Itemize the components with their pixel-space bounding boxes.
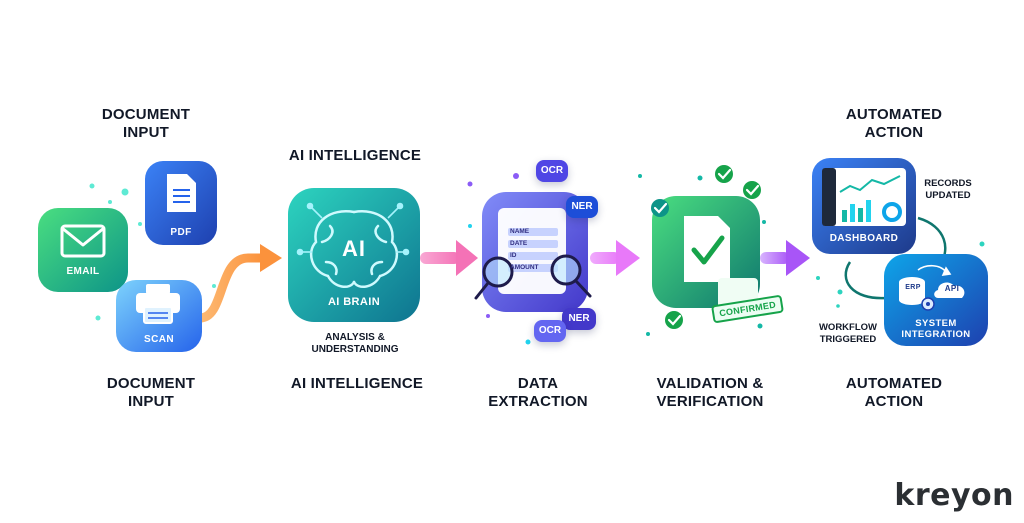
magnifier-icon-right bbox=[550, 254, 592, 298]
pdf-label: PDF bbox=[170, 227, 192, 238]
ner-chip-top: NER bbox=[566, 196, 598, 218]
document-icon bbox=[167, 174, 196, 212]
extraction-tile bbox=[474, 192, 592, 312]
sync-arrows-icon bbox=[917, 264, 952, 276]
field-date: DATE bbox=[510, 240, 528, 247]
ai-brain-text: AI bbox=[342, 236, 366, 261]
stage-title-automated-action: AUTOMATED ACTION bbox=[845, 106, 943, 141]
circuit-lines-icon bbox=[296, 202, 410, 256]
check-badge-top-left bbox=[651, 199, 669, 217]
envelope-icon bbox=[60, 224, 106, 258]
cloud-icon bbox=[934, 282, 965, 298]
field-amount: AMOUNT bbox=[510, 264, 539, 271]
dashboard-tile bbox=[812, 158, 916, 254]
email-tile bbox=[38, 208, 128, 292]
gear-icon bbox=[921, 297, 935, 311]
stage-title-document-input: DOCUMENT INPUT bbox=[101, 106, 191, 141]
validation-tile bbox=[652, 196, 760, 312]
stage-label-validation: VALIDATION & VERIFICATION bbox=[656, 375, 764, 410]
records-updated-label: RECORDS UPDATED bbox=[924, 178, 972, 201]
scan-tile bbox=[116, 280, 202, 352]
check-badge-right bbox=[743, 181, 761, 199]
email-label: EMAIL bbox=[66, 266, 100, 277]
erp-label: ERP bbox=[905, 284, 921, 291]
database-icon bbox=[899, 277, 925, 305]
ner-chip-bottom: NER bbox=[562, 308, 596, 330]
field-id: ID bbox=[510, 252, 517, 259]
system-integration-label: SYSTEM INTEGRATION bbox=[901, 318, 971, 340]
ai-brain-label: AI BRAIN bbox=[327, 296, 381, 308]
ocr-chip-top: OCR bbox=[536, 160, 568, 182]
arrow-input-to-ai bbox=[195, 244, 282, 323]
ocr-chip-bottom: OCR bbox=[534, 320, 566, 342]
pdf-tile bbox=[145, 161, 217, 245]
magnifier-icon bbox=[474, 256, 514, 300]
document-check-icon bbox=[684, 216, 730, 282]
stage-label-data-extraction: DATA EXTRACTION bbox=[488, 375, 588, 410]
arrow-validation-to-action bbox=[760, 240, 810, 276]
decorative-dots-validation bbox=[638, 174, 766, 336]
stage-title-ai-intelligence: AI INTELLIGENCE bbox=[288, 147, 422, 164]
check-badge-bottom bbox=[665, 311, 683, 329]
system-integration-tile bbox=[884, 254, 988, 346]
dashboard-label: DASHBOARD bbox=[829, 233, 899, 244]
stage-label-automated-action: AUTOMATED ACTION bbox=[845, 375, 943, 410]
check-badge-top bbox=[715, 165, 733, 183]
ai-caption: ANALYSIS & UNDERSTANDING bbox=[311, 332, 399, 355]
api-label: API bbox=[944, 284, 960, 293]
stage-label-ai-intelligence: AI INTELLIGENCE bbox=[290, 375, 424, 392]
ai-brain-tile bbox=[288, 188, 420, 322]
arrow-ai-to-extraction bbox=[420, 240, 478, 276]
kreyon-logo: kreyon bbox=[894, 478, 1014, 513]
arrow-extraction-to-validation bbox=[590, 240, 640, 276]
decorative-dots-action bbox=[816, 241, 985, 308]
brain-icon bbox=[309, 210, 399, 289]
workflow-triggered-label: WORKFLOW TRIGGERED bbox=[818, 322, 878, 345]
field-name: NAME bbox=[510, 228, 530, 235]
stage-label-document-input: DOCUMENT INPUT bbox=[106, 375, 196, 410]
scan-label: SCAN bbox=[144, 334, 174, 345]
printer-icon bbox=[136, 284, 180, 324]
